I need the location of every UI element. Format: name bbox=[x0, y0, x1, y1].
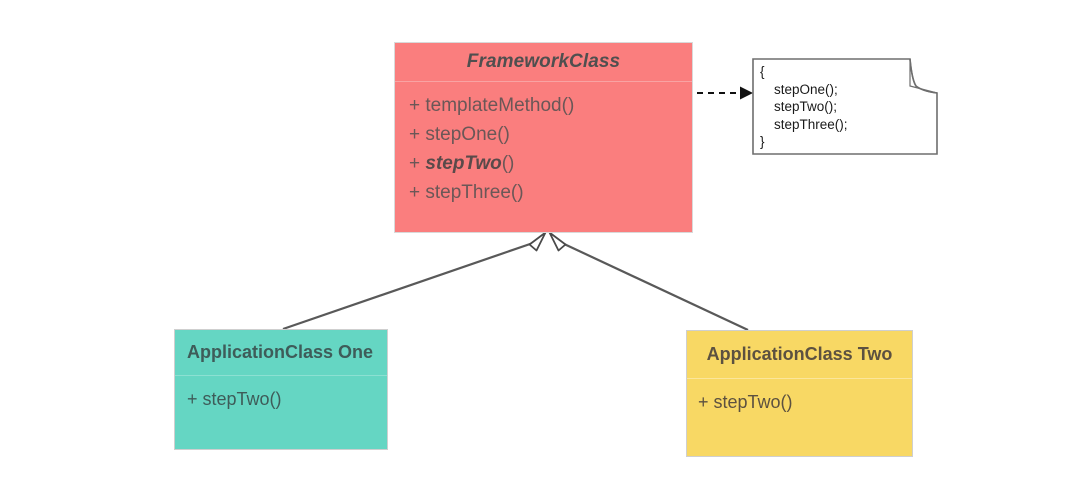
note-line: stepThree(); bbox=[774, 116, 848, 132]
inheritance-two-arrowhead-icon bbox=[548, 231, 567, 252]
inheritance-one-arrowhead-icon bbox=[528, 231, 547, 252]
inheritance-one-line bbox=[282, 241, 534, 331]
class-member-prefix: + bbox=[409, 153, 426, 174]
class-name-framework-class: FrameworkClass bbox=[466, 51, 621, 72]
note-fold-edge-icon bbox=[909, 59, 938, 94]
note-line: } bbox=[760, 134, 765, 149]
class-header-application-class-one: ApplicationClass One bbox=[175, 330, 387, 375]
class-box-framework-class[interactable]: FrameworkClass + templateMethod() + step… bbox=[394, 42, 693, 233]
class-members-framework-class: + templateMethod() + stepOne() + stepTwo… bbox=[395, 82, 692, 232]
class-member: + stepOne() bbox=[409, 124, 510, 145]
class-member: + stepTwo() bbox=[698, 392, 793, 412]
class-member-suffix: () bbox=[501, 153, 515, 174]
code-note: { stepOne(); stepTwo(); stepThree(); } bbox=[752, 58, 938, 155]
inheritance-two-connector bbox=[548, 231, 749, 331]
note-fold-curve-icon bbox=[909, 58, 938, 94]
class-member-name: stepTwo bbox=[425, 153, 502, 174]
class-member-abstract: + stepTwo() bbox=[409, 149, 692, 178]
note-line: stepTwo(); bbox=[774, 99, 838, 114]
note-text-block: { stepOne(); stepTwo(); stepThree(); } bbox=[752, 58, 938, 155]
note-link-connector bbox=[697, 86, 753, 100]
class-name-application-class-one: ApplicationClass One bbox=[187, 342, 374, 362]
class-member: + templateMethod() bbox=[409, 95, 575, 116]
class-header-framework-class: FrameworkClass bbox=[395, 43, 692, 81]
class-box-application-class-one[interactable]: ApplicationClass One + stepTwo() bbox=[174, 329, 388, 450]
class-header-application-class-two: ApplicationClass Two bbox=[687, 331, 912, 378]
class-members-application-class-two: + stepTwo() bbox=[687, 379, 912, 456]
inheritance-two-line bbox=[561, 242, 749, 331]
class-member: + stepThree() bbox=[409, 182, 524, 203]
class-member: + stepTwo() bbox=[187, 389, 282, 409]
class-box-application-class-two[interactable]: ApplicationClass Two + stepTwo() bbox=[686, 330, 913, 457]
class-divider-application-class-one bbox=[175, 375, 387, 376]
inheritance-one-connector bbox=[282, 231, 547, 331]
note-line: stepOne(); bbox=[774, 81, 838, 97]
class-name-application-class-two: ApplicationClass Two bbox=[706, 344, 893, 364]
class-divider-framework-class bbox=[395, 81, 692, 82]
class-divider-application-class-two bbox=[687, 378, 912, 379]
class-members-application-class-one: + stepTwo() bbox=[175, 376, 387, 449]
note-shape-icon bbox=[752, 58, 938, 155]
note-line: { bbox=[760, 64, 765, 79]
